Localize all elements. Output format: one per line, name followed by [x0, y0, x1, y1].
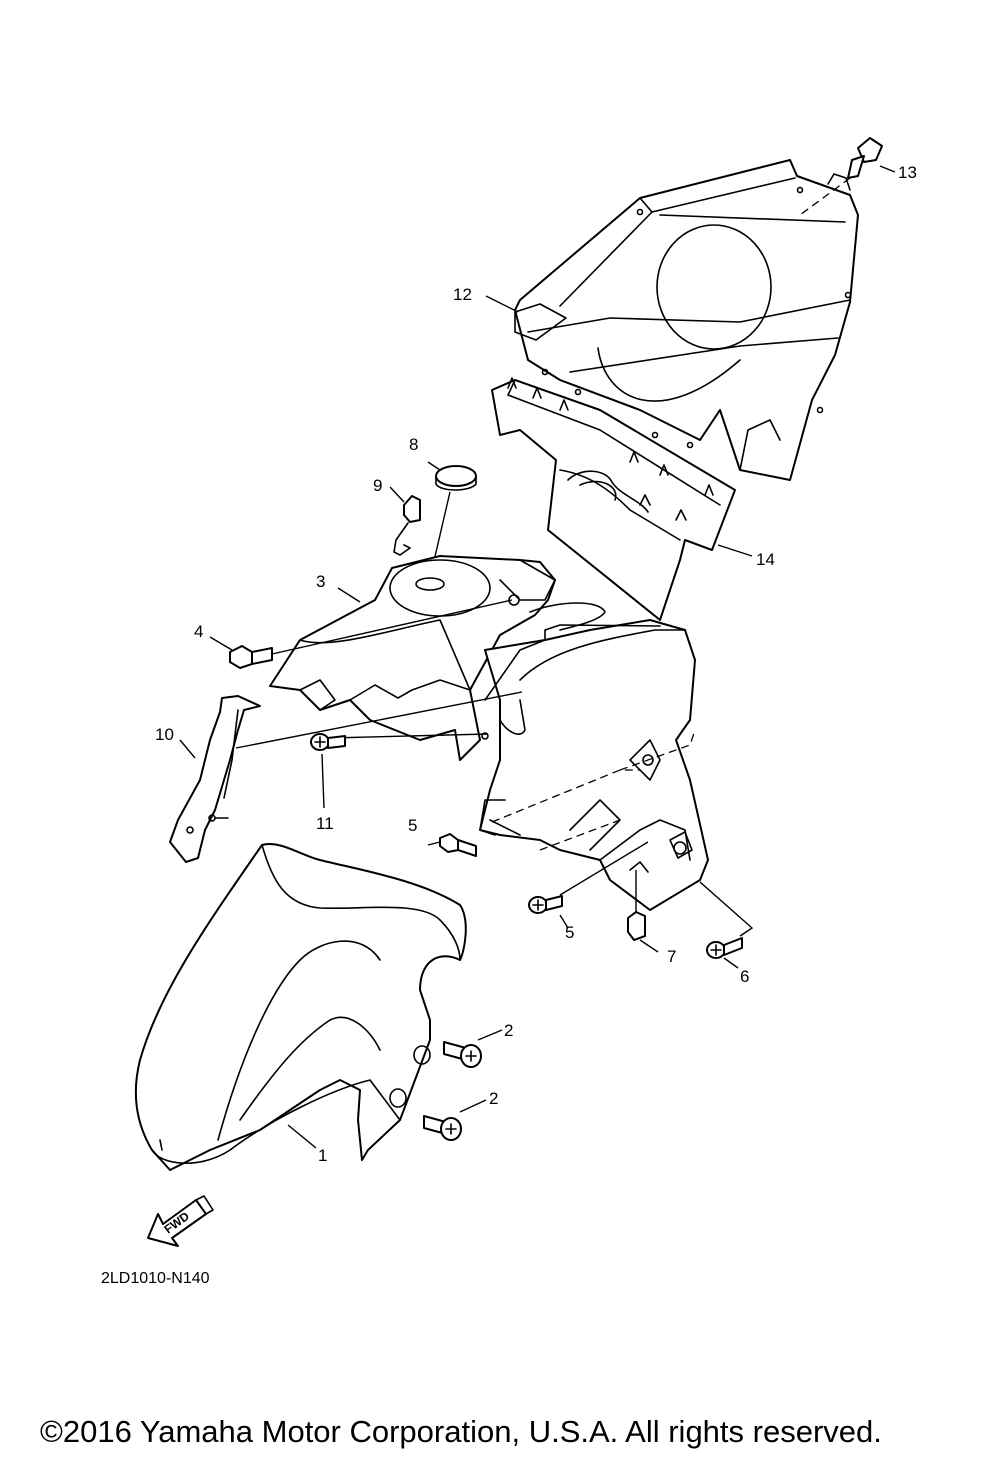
diagram-code: 2LD1010-N140 [101, 1270, 210, 1287]
part-9-clip-nut[interactable] [393, 495, 421, 556]
part-7-clip-nut[interactable] [627, 870, 646, 941]
assembly-guide-lines [235, 691, 754, 937]
part-10-bracket[interactable] [169, 695, 261, 863]
callout-11: 11 [316, 814, 334, 833]
callout-13: 13 [898, 163, 917, 182]
callout-12: 12 [453, 285, 472, 304]
callout-2a: 2 [504, 1021, 513, 1040]
leader-lines [179, 165, 896, 1149]
fender-housing-lower [479, 619, 709, 911]
callout-6: 6 [740, 967, 749, 986]
part-5-screw-lower[interactable] [528, 895, 563, 914]
part-2-screw-upper[interactable] [443, 1041, 482, 1068]
callout-8: 8 [409, 435, 418, 454]
part-2-screw-lower[interactable] [423, 1115, 462, 1141]
callout-1: 1 [318, 1146, 327, 1165]
part-5-screw-upper[interactable] [439, 833, 477, 857]
part-14-inner-panel[interactable] [491, 377, 736, 621]
forward-direction-arrow: FWD [147, 1195, 214, 1247]
part-6-screw[interactable] [706, 937, 743, 959]
callout-5b: 5 [565, 923, 574, 942]
part-12-upper-cover[interactable] [514, 159, 859, 481]
callout-4: 4 [194, 622, 203, 641]
callout-labels: 1 2 2 3 4 5 5 6 7 8 9 10 11 12 13 14 [155, 163, 917, 1165]
callout-14: 14 [756, 550, 775, 569]
part-4-bolt[interactable] [229, 599, 513, 669]
part-1-front-fender[interactable] [134, 843, 467, 1171]
callout-3: 3 [316, 572, 325, 591]
callout-2b: 2 [489, 1089, 498, 1108]
callout-9: 9 [373, 476, 382, 495]
callout-5a: 5 [408, 816, 417, 835]
callout-10: 10 [155, 725, 174, 744]
callout-7: 7 [667, 947, 676, 966]
copyright-notice: ©2016 Yamaha Motor Corporation, U.S.A. A… [40, 1414, 882, 1449]
part-11-screw[interactable] [310, 733, 346, 751]
part-13-bolt[interactable] [799, 137, 883, 216]
